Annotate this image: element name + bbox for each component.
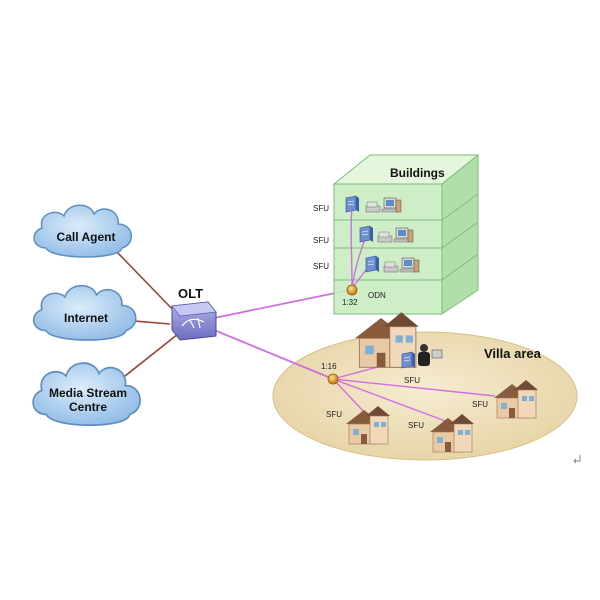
odn-label: ODN: [368, 291, 386, 300]
building-sfu-floor-2: [359, 225, 374, 243]
buildings-label: Buildings: [390, 166, 445, 180]
villa-drop-fibers: [332, 359, 496, 423]
villa-sfu-label-middle: SFU: [408, 421, 424, 430]
villa-splitter: [327, 373, 339, 385]
cloud-label-internet-line: Internet: [63, 311, 108, 325]
olt-label: OLT: [178, 286, 204, 301]
link-media-olt: [119, 333, 179, 381]
cloud-label-media-stream-centre: Media Stream Centre: [44, 386, 132, 414]
cloud-label-internet: Internet: [46, 311, 126, 325]
feeder-fibers: [213, 289, 351, 380]
link-call-agent-olt: [114, 249, 179, 316]
villa-sfu-label-left: SFU: [326, 410, 342, 419]
villa-sfu-main: [401, 351, 416, 369]
cloud-label-media-line-1: Media Stream: [48, 386, 128, 400]
fiber-olt-villa: [213, 329, 334, 380]
cloud-label-call-agent-line: Call Agent: [56, 230, 116, 244]
building-splitter: [346, 284, 358, 296]
fiber-olt-buildings: [213, 289, 351, 319]
building-sfu-label-2: SFU: [313, 236, 329, 245]
cloud-label-call-agent: Call Agent: [44, 230, 128, 244]
villa-sfu-label-main: SFU: [404, 376, 420, 385]
building-sfu-floor-1: [345, 195, 360, 213]
olt-device: [171, 301, 217, 341]
buildings-block: [332, 153, 480, 315]
villa-area-label: Villa area: [484, 346, 541, 361]
villa-user-with-pc: [418, 344, 443, 366]
cloud-label-media-line-2: Centre: [68, 400, 107, 414]
villa-sfu-label-right: SFU: [472, 400, 488, 409]
building-sfu-label-3: SFU: [313, 262, 329, 271]
building-splitter-ratio: 1:32: [342, 298, 358, 307]
building-sfu-floor-3: [365, 255, 380, 273]
building-sfu-label-1: SFU: [313, 204, 329, 213]
villa-splitter-ratio: 1:16: [321, 362, 337, 371]
return-mark-icon: [573, 455, 581, 464]
